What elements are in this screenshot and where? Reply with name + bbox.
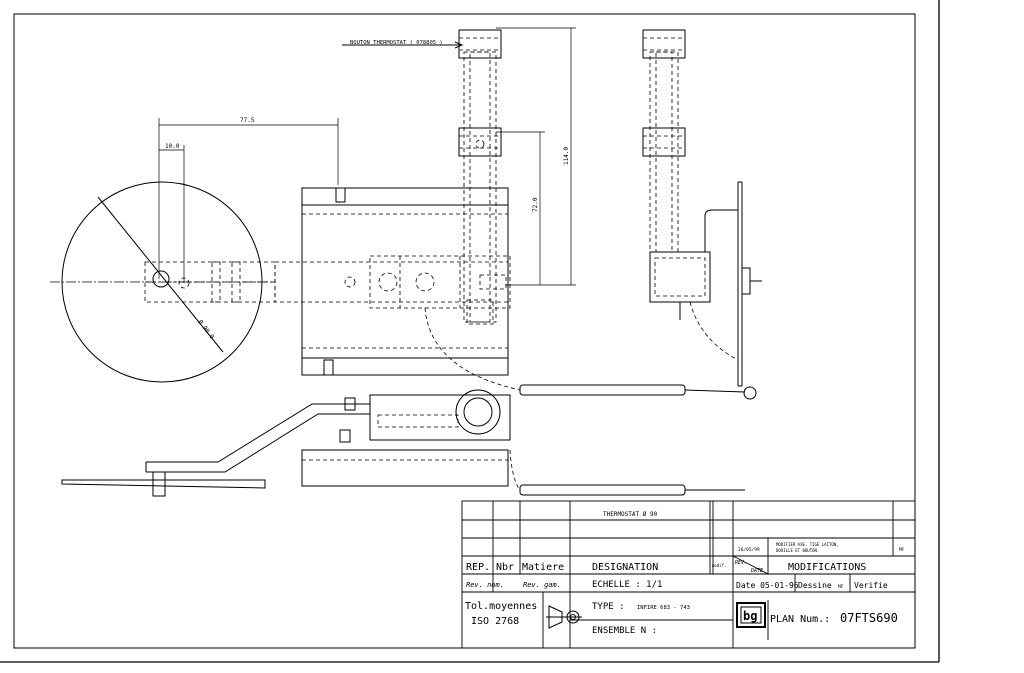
side-view	[642, 29, 762, 387]
tolerance-line1: Tol.moyennes	[465, 601, 537, 612]
dimension-720: 72.0	[532, 197, 539, 212]
rev-nom: Rev. nom.	[466, 581, 504, 589]
date-label: DATE	[750, 568, 763, 574]
tolerance-line2: ISO 2768	[471, 616, 519, 627]
disc-view	[50, 181, 276, 383]
bg-logo-text: bg	[743, 609, 757, 623]
bracket-view	[61, 389, 511, 497]
rev-gam: Rev. gam.	[523, 581, 561, 589]
revision-text-1: MODIFIER AXE, TIGE LAITON,	[776, 542, 839, 547]
shaft-front	[342, 29, 502, 325]
header-rep: REP.	[466, 562, 490, 573]
rev-label: REV.	[735, 560, 747, 566]
dessine-initials: MF	[838, 584, 844, 590]
verifie: Verifie	[854, 581, 888, 590]
dimension-diameter-900: Ø 90.0	[196, 319, 215, 341]
revision-date: 26/05/99	[738, 547, 760, 553]
dimension-100: 10.0	[165, 143, 180, 150]
type-label: TYPE :	[592, 602, 625, 612]
type-value: INFIRE 683 - 743	[637, 605, 690, 611]
dimension-775: 77.5	[240, 117, 255, 124]
date: Date 05-01-96	[736, 581, 799, 590]
dimension-1140: 114.0	[563, 147, 570, 165]
header-designation: DESIGNATION	[592, 562, 658, 573]
bg-logo	[736, 602, 766, 628]
dessine-label: Dessine	[798, 581, 832, 590]
header-matiere: Matiere	[522, 562, 564, 573]
capillary-bulbs	[424, 307, 757, 496]
ensemble: ENSEMBLE N :	[592, 626, 657, 636]
revision-small-label: modif.	[712, 563, 726, 568]
header-modifications: MODIFICATIONS	[788, 562, 866, 573]
plan-number: 07FTS690	[840, 611, 898, 625]
plan-label: PLAN Num.:	[770, 614, 830, 625]
designation-thermostat: THERMOSTAT Ø 90	[603, 511, 658, 518]
body-block	[274, 187, 511, 376]
revision-initials: MF	[899, 547, 905, 553]
callout-thermostat-button: BOUTON THERMOSTAT ( 078805 )	[350, 40, 443, 46]
title-block	[461, 500, 916, 649]
header-nbr: Nbr	[496, 562, 514, 573]
echelle: ECHELLE : 1/1	[592, 580, 662, 590]
projection-symbol-icon	[546, 605, 582, 629]
revision-text-2: DOUILLE ET BOUTON	[776, 548, 818, 553]
dimension-lines	[158, 27, 576, 286]
